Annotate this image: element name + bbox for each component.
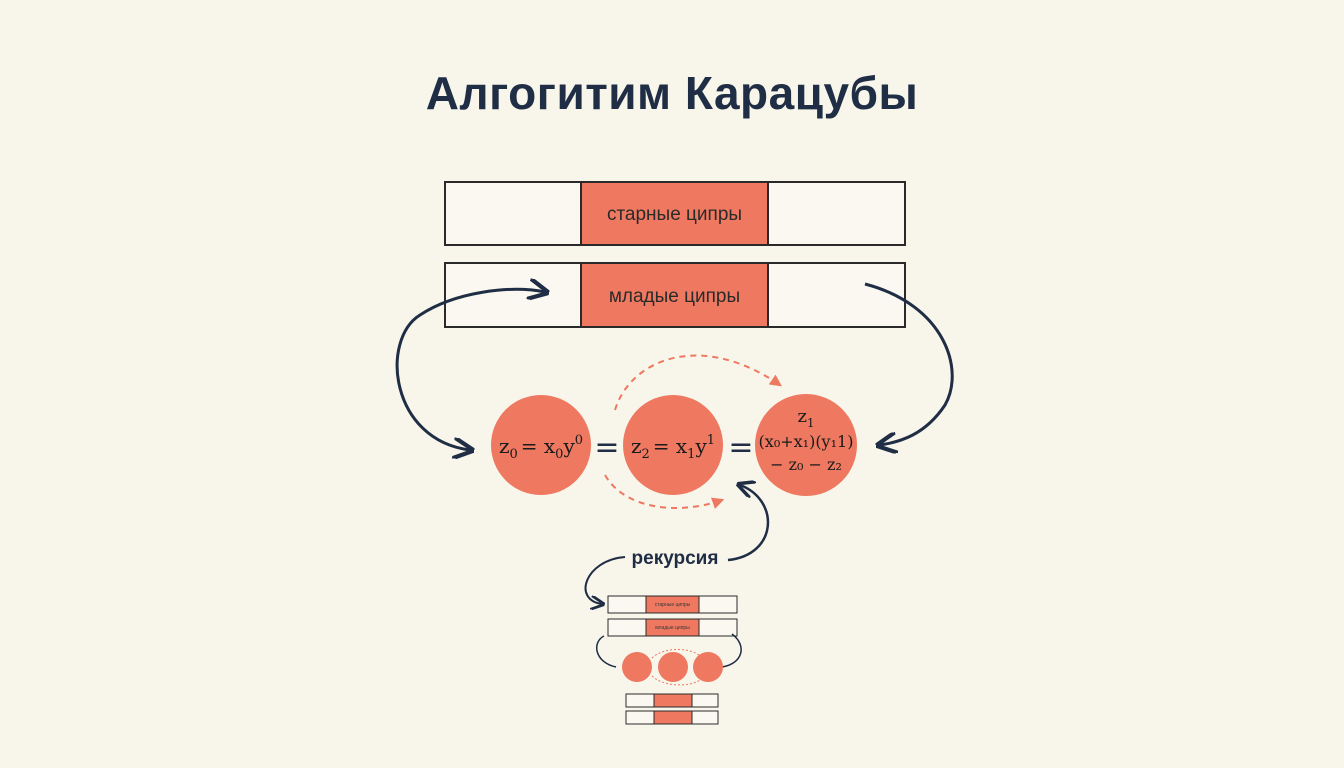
z0-rhs-subscript: 0 — [555, 447, 563, 462]
z2-y-superscript: 1 — [707, 433, 715, 448]
equals-operator-2: = — [728, 430, 753, 465]
z2-letter: z — [631, 434, 642, 458]
z0-letter: z — [499, 434, 510, 458]
mini-low-row-2 — [625, 710, 719, 725]
z0-rhs: = x — [521, 434, 556, 458]
dashed-arrow-bottom — [604, 474, 725, 509]
mini-z1-node — [693, 652, 723, 682]
recursion-arrow-down — [584, 556, 626, 604]
low-digits-row: младые ципры — [444, 262, 906, 328]
z1-letter: z — [797, 406, 806, 427]
high-digits-row: старные ципры — [444, 181, 906, 246]
z1-node: z1 (x₀+x₁)(y₁1) − z₀ − z₂ — [755, 394, 857, 496]
z2-y: y — [694, 434, 707, 458]
mini-dashed-arrow — [651, 649, 701, 659]
mini-low-label: младые ципры — [655, 625, 690, 631]
z1-product: (x₀+x₁)(y₁1) — [759, 432, 854, 451]
mini-right-arrow — [721, 633, 742, 668]
low-digits-label: младые ципры — [609, 286, 740, 307]
svg-text:z0= x0y0: z0= x0y0 — [499, 433, 583, 462]
z2-rhs-subscript: 1 — [687, 447, 695, 462]
mini-high-label: старные ципры — [655, 602, 691, 608]
svg-text:z2= x1y1: z2= x1y1 — [631, 433, 715, 462]
z0-node: z0= x0y0 — [491, 395, 591, 495]
z1-subtraction: − z₀ − z₂ — [770, 455, 842, 474]
recursion-label: рекурсия — [632, 548, 719, 569]
high-digits-label: старные ципры — [607, 204, 742, 225]
recursive-mini-diagram: старные ципры младые ципры — [595, 595, 742, 725]
svg-text:z1: z1 — [797, 406, 814, 430]
recursion-arrow-up — [727, 485, 770, 562]
mini-low-row: младые ципры — [607, 618, 738, 637]
z0-y: y — [562, 434, 575, 458]
mini-z2-node — [658, 652, 688, 682]
mini-dashed-arrow-bottom — [651, 675, 701, 686]
mini-left-arrow — [595, 635, 617, 668]
right-curved-arrow — [864, 282, 954, 445]
mini-z0-node — [622, 652, 652, 682]
page-title: Алгогитим Карацубы — [425, 67, 919, 119]
z2-rhs: = x — [653, 434, 688, 458]
equals-operator-1: = — [594, 430, 619, 465]
dashed-arrow-top — [614, 354, 782, 411]
left-curved-arrow — [395, 289, 545, 450]
z0-y-superscript: 0 — [575, 433, 583, 448]
z1-subscript: 1 — [807, 416, 815, 430]
z2-node: z2= x1y1 — [623, 395, 723, 495]
z2-subscript: 2 — [641, 447, 649, 462]
z0-subscript: 0 — [509, 447, 517, 462]
mini-high-row-2 — [625, 693, 719, 708]
mini-high-row: старные ципры — [607, 595, 738, 614]
